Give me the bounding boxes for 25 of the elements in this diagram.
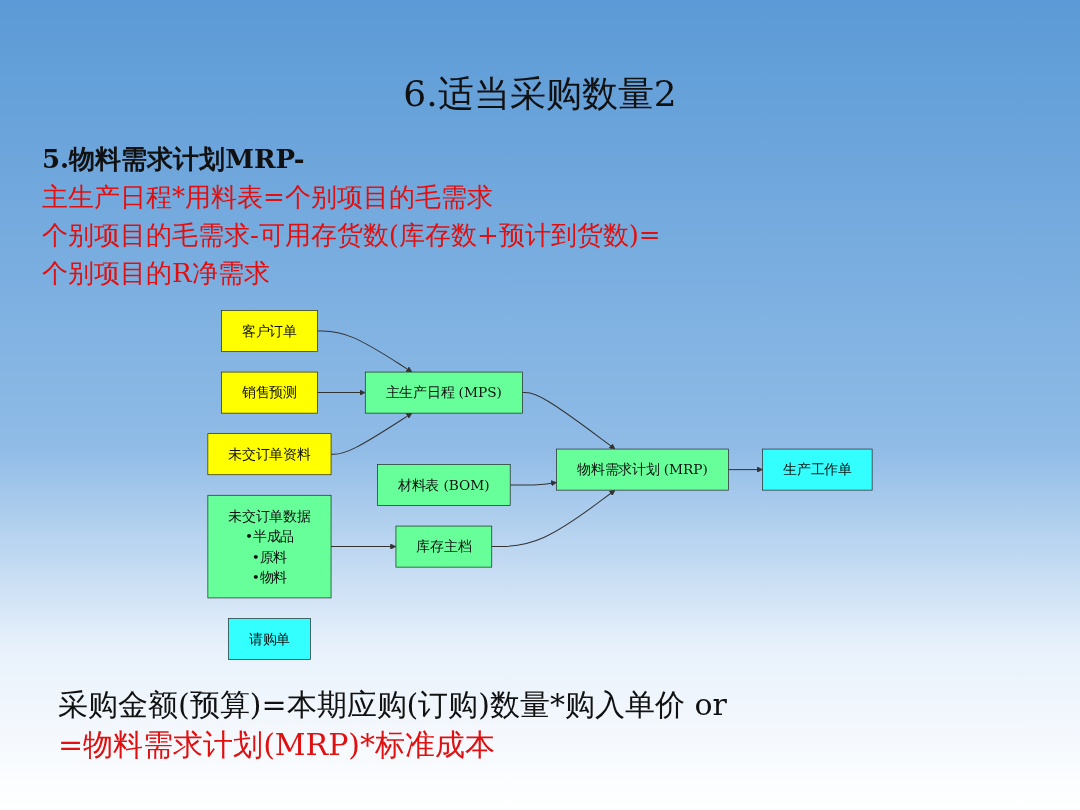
node-box: 未交订单数据 •半成品 •原料 •物料 [207, 494, 332, 599]
arrow [491, 489, 616, 548]
node-box: 未交订单资料 [207, 433, 332, 476]
formula-text: 采购金额(预算)=本期应购(订购)数量*购入单价 or [58, 686, 728, 724]
formula-text: 个别项目的R净需求 [42, 257, 271, 290]
arrow [521, 392, 616, 450]
formula-text: =物料需求计划(MRP)*标准成本 [58, 726, 497, 764]
arrow [727, 466, 763, 473]
section-heading: 5.物料需求计划MRP- [42, 143, 306, 176]
slide-title: 6.适当采购数量2 [402, 72, 678, 116]
node-box: 库存主档 [395, 525, 493, 568]
node-box: 销售预测 [221, 371, 318, 414]
node-box: 请购单 [228, 618, 311, 660]
formula-text: 个别项目的毛需求-可用存货数(库存数+预计到货数)= [42, 219, 662, 252]
node-box: 物料需求计划 (MRP) [556, 448, 729, 491]
arrow [316, 389, 366, 396]
arrow [316, 330, 413, 373]
node-box: 材料表 (BOM) [377, 464, 511, 506]
arrow [330, 412, 413, 455]
node-box: 生产工作单 [762, 448, 873, 491]
node-box: 主生产日程 (MPS) [364, 371, 523, 414]
formula-text: 主生产日程*用料表=个别项目的毛需求 [42, 181, 494, 214]
arrow [330, 543, 397, 550]
arrow [509, 480, 557, 487]
node-box: 客户订单 [221, 310, 318, 352]
